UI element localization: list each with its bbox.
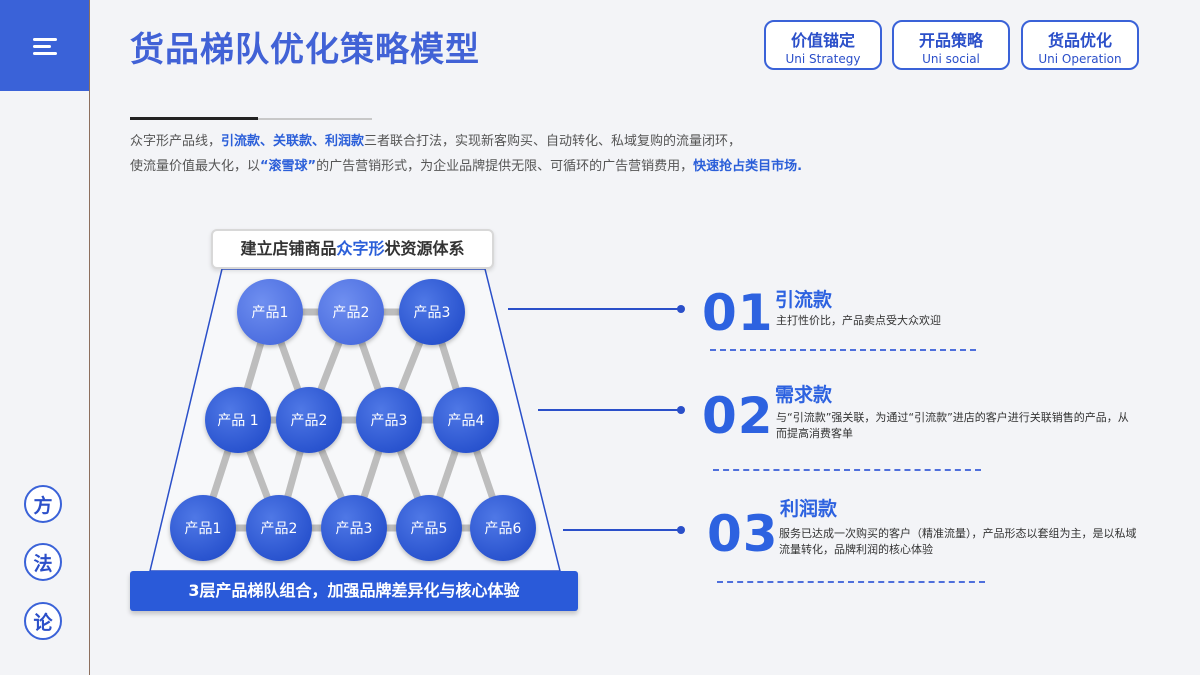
tier-summary-bar: 3层产品梯队组合，加强品牌差异化与核心体验 bbox=[130, 571, 578, 611]
tag-title: 价值锚定 bbox=[790, 31, 855, 50]
top-box-text: 状资源体系 bbox=[384, 239, 465, 258]
tag-subtitle: Uni social bbox=[922, 52, 980, 66]
top-box-highlight: 众字形 bbox=[336, 239, 385, 258]
item-description: 与“引流款”强关联，为通过“引流款”进店的客户进行关联销售的产品，从而提高消费客… bbox=[776, 411, 1129, 440]
product-node[interactable]: 产品1 bbox=[237, 279, 303, 345]
tag-title: 货品优化 bbox=[1047, 31, 1112, 50]
item-number: 03 bbox=[707, 505, 779, 563]
tag-value-anchor[interactable]: 价值锚定 Uni Strategy bbox=[764, 20, 882, 70]
divider-accent bbox=[130, 117, 258, 120]
pointer-dots bbox=[677, 305, 685, 534]
item-title: 引流款 bbox=[775, 289, 833, 311]
item-description: 主打性价比，产品卖点受大众欢迎 bbox=[776, 314, 941, 327]
product-node[interactable]: 产品5 bbox=[396, 495, 462, 561]
item-divider bbox=[710, 349, 976, 351]
item-title: 利润款 bbox=[780, 498, 838, 520]
product-node[interactable]: 产品3 bbox=[321, 495, 387, 561]
item-number: 02 bbox=[702, 387, 774, 445]
resource-system-box: 建立店铺商品众字形状资源体系 bbox=[211, 229, 494, 269]
intro-highlight: “滚雪球” bbox=[260, 159, 317, 174]
product-node[interactable]: 产品2 bbox=[246, 495, 312, 561]
product-node[interactable]: 产品3 bbox=[399, 279, 465, 345]
top-box-text: 建立店铺商品 bbox=[240, 239, 337, 258]
item-title: 需求款 bbox=[775, 384, 833, 406]
side-char-fang: 方 bbox=[24, 485, 62, 523]
side-char-lun: 论 bbox=[24, 602, 62, 640]
product-node[interactable]: 产品2 bbox=[276, 387, 342, 453]
side-char-fa: 法 bbox=[24, 543, 62, 581]
menu-icon-line bbox=[33, 45, 51, 48]
intro-paragraph: 众字形产品线，引流款、关联款、利润款三者联合打法，实现新客购买、自动转化、私域复… bbox=[130, 129, 1110, 179]
intro-text: 三者联合打法，实现新客购买、自动转化、私域复购的流量闭环， bbox=[364, 134, 742, 149]
product-node[interactable]: 产品3 bbox=[356, 387, 422, 453]
tag-subtitle: Uni Strategy bbox=[785, 52, 861, 66]
tag-product-optimization[interactable]: 货品优化 Uni Operation bbox=[1021, 20, 1139, 70]
product-node[interactable]: 产品6 bbox=[470, 495, 536, 561]
product-node[interactable]: 产品 1 bbox=[205, 387, 271, 453]
tag-subtitle: Uni Operation bbox=[1038, 52, 1122, 66]
tag-title: 开品策略 bbox=[918, 31, 983, 50]
product-node[interactable]: 产品1 bbox=[170, 495, 236, 561]
item-divider bbox=[717, 581, 985, 583]
item-number: 01 bbox=[702, 284, 774, 342]
tag-launch-strategy[interactable]: 开品策略 Uni social bbox=[892, 20, 1010, 70]
menu-button[interactable] bbox=[0, 0, 89, 91]
page-title: 货品梯队优化策略模型 bbox=[130, 30, 480, 70]
product-node[interactable]: 产品4 bbox=[433, 387, 499, 453]
pointer-lines bbox=[508, 308, 680, 531]
intro-text: 众字形产品线， bbox=[130, 134, 222, 149]
item-description: 服务已达成一次购买的客户（精准流量），产品形态以套组为主，是以私域流量转化，品牌… bbox=[779, 527, 1137, 556]
product-node[interactable]: 产品2 bbox=[318, 279, 384, 345]
intro-highlight: 引流款、关联款、利润款 bbox=[221, 134, 365, 149]
menu-icon bbox=[33, 38, 57, 41]
intro-text: 的广告营销形式，为企业品牌提供无限、可循环的广告营销费用， bbox=[316, 159, 694, 174]
menu-icon-line bbox=[33, 52, 57, 55]
intro-text: 使流量价值最大化，以 bbox=[130, 159, 261, 174]
intro-highlight: 快速抢占类目市场. bbox=[693, 159, 803, 174]
item-divider bbox=[713, 469, 981, 471]
